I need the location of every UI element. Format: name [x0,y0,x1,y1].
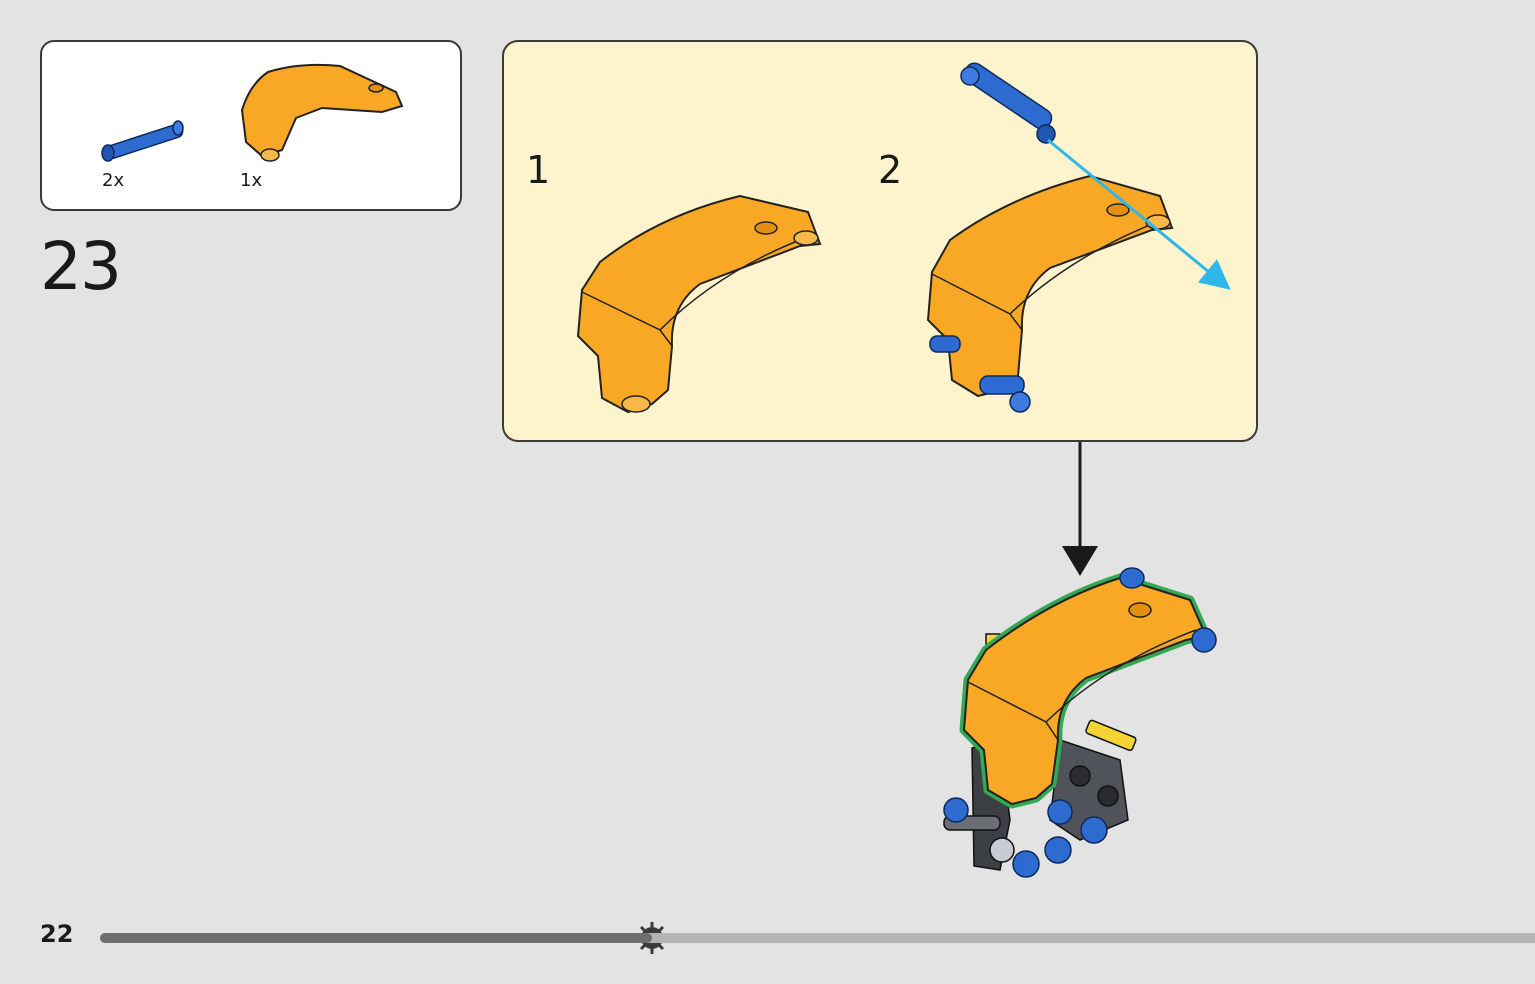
step2-falling-pin [960,62,1056,144]
progress-fill [100,933,653,943]
progress-track [100,933,1535,943]
orange-panel-part-icon [240,63,404,162]
insert-direction-arrow [1047,138,1231,290]
part-quantity-pin: 2x [102,170,125,191]
page-number: 22 [40,920,74,948]
step2-orange-panel [926,174,1174,398]
step1-orange-panel [576,194,822,414]
step-number: 23 [40,228,122,305]
step2-pins [929,335,1031,413]
blue-pin-part-icon [101,120,184,162]
sub-step-1-label: 1 [526,148,551,192]
main-model [943,567,1217,878]
part-quantity-panel: 1x [240,170,263,191]
sub-step-2-label: 2 [878,148,903,192]
